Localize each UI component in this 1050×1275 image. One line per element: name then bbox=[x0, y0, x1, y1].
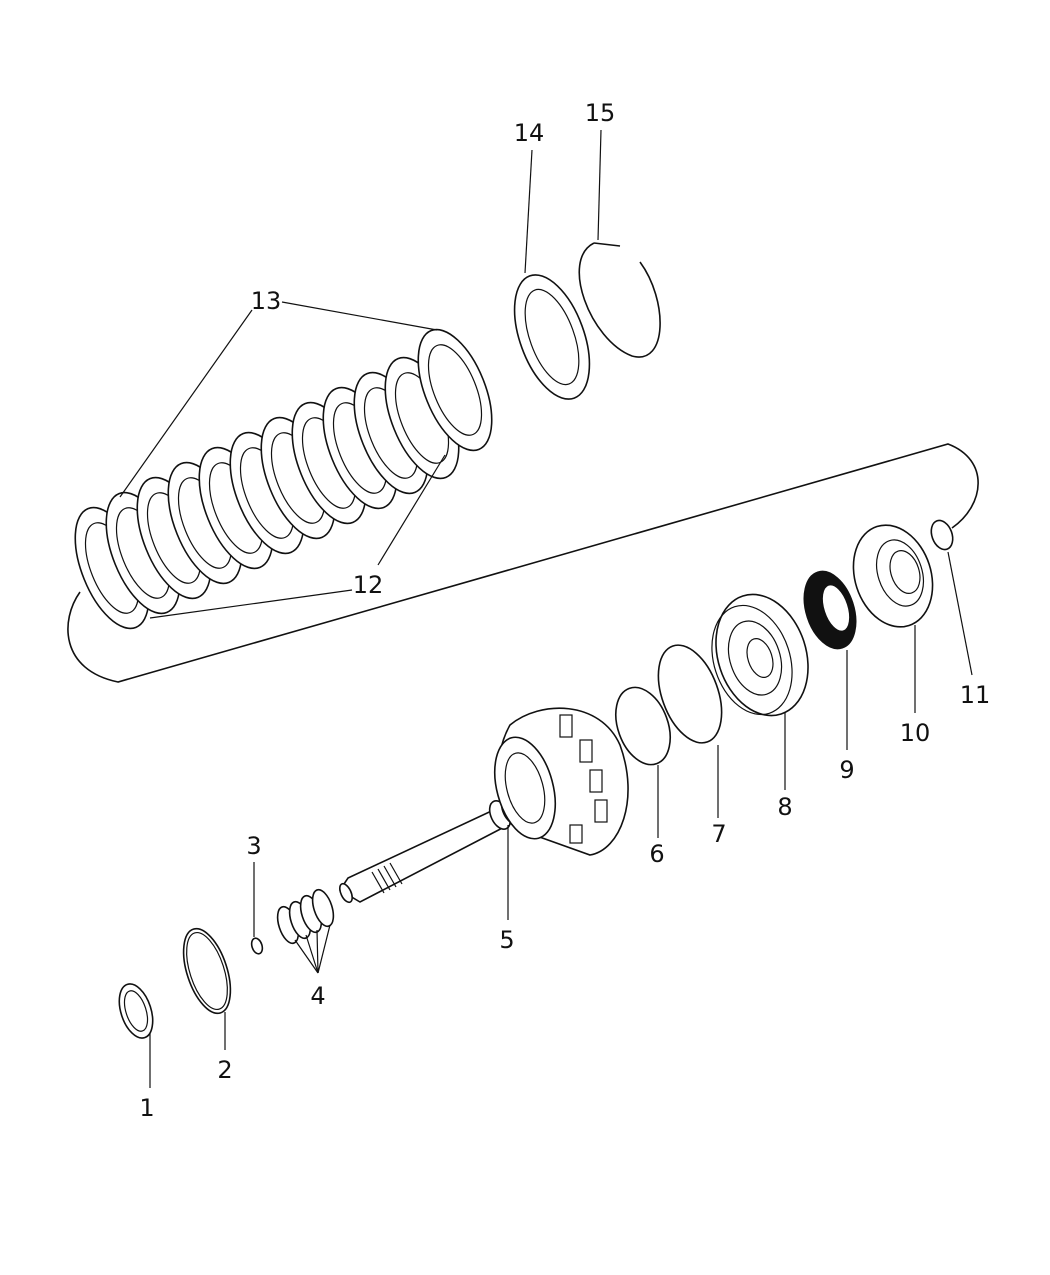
callout-13: 13 bbox=[251, 287, 282, 315]
callout-12: 12 bbox=[353, 571, 384, 599]
callout-5: 5 bbox=[499, 926, 514, 954]
callout-10: 10 bbox=[900, 719, 931, 747]
callout-15: 15 bbox=[585, 99, 616, 127]
retainer-snap-ring bbox=[930, 519, 954, 551]
callout-3: 3 bbox=[246, 832, 261, 860]
callout-7: 7 bbox=[711, 820, 726, 848]
small-o-ring bbox=[250, 937, 264, 955]
pressure-plate bbox=[513, 274, 591, 400]
piston-seal-ring-large bbox=[657, 644, 723, 744]
input-shaft-drum bbox=[338, 707, 629, 904]
clutch-piston bbox=[711, 593, 809, 717]
thrust-washer bbox=[118, 983, 154, 1039]
callout-8: 8 bbox=[777, 793, 792, 821]
snap-ring bbox=[578, 242, 661, 358]
callout-6: 6 bbox=[649, 840, 664, 868]
callout-9: 9 bbox=[839, 756, 854, 784]
callout-1: 1 bbox=[139, 1094, 154, 1122]
clutch-pack-enclosure bbox=[67, 443, 979, 683]
callout-labels: 1 2 3 4 5 6 7 8 9 10 11 12 13 14 15 bbox=[139, 99, 990, 1122]
leader-lines bbox=[119, 129, 973, 1088]
return-spring-assembly bbox=[803, 570, 857, 650]
callout-2: 2 bbox=[217, 1056, 232, 1084]
spring-retainer bbox=[852, 524, 934, 628]
callout-4: 4 bbox=[310, 982, 325, 1010]
thrust-bearing-ring bbox=[182, 927, 232, 1015]
seal-rings bbox=[276, 888, 335, 945]
clutch-plate-stack bbox=[74, 328, 493, 630]
clutch-plate bbox=[417, 328, 493, 452]
piston-seal-ring-small bbox=[615, 686, 671, 766]
callout-14: 14 bbox=[514, 119, 545, 147]
callout-11: 11 bbox=[960, 681, 991, 709]
